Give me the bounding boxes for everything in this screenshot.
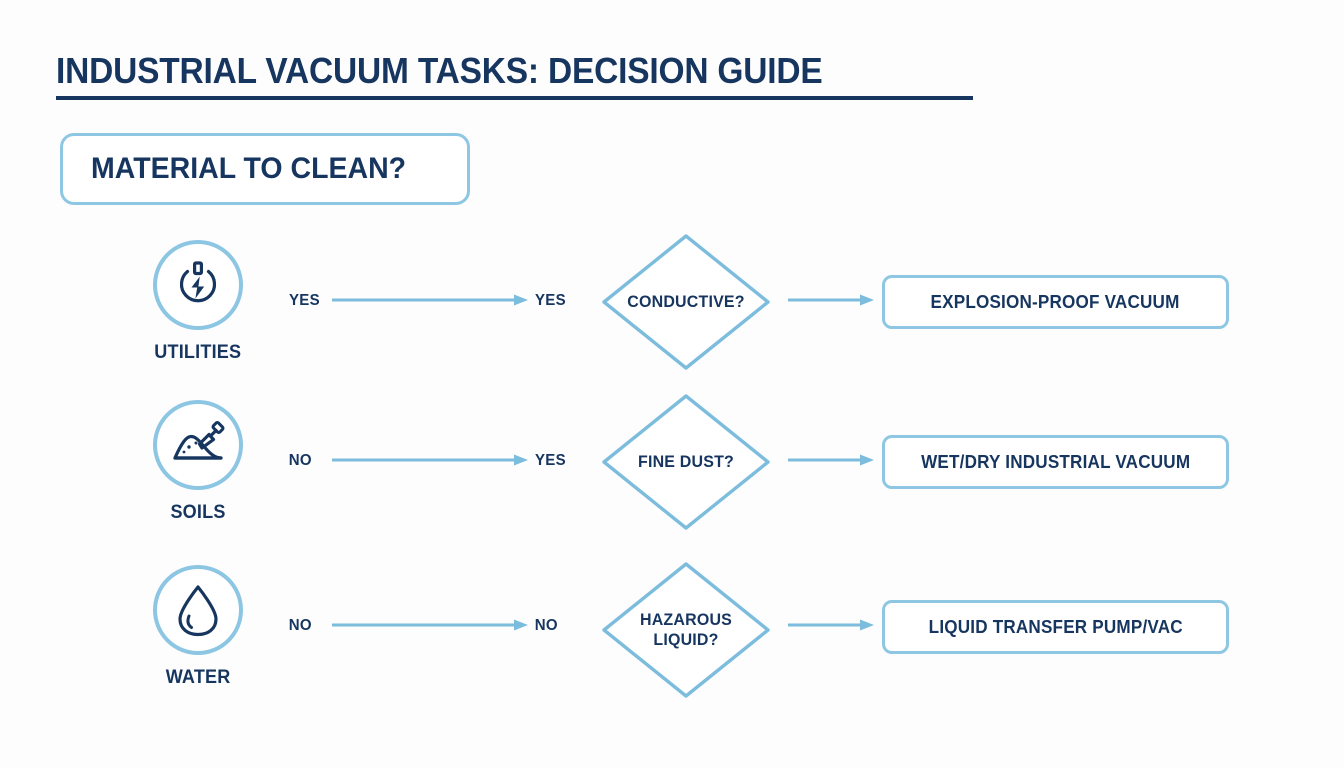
connector-arrow-left [332, 454, 530, 466]
result-box-liquid-transfer-pump-vac[interactable]: LIQUID TRANSFER PUMP/VAC [882, 600, 1229, 654]
result-label: LIQUID TRANSFER PUMP/VAC [928, 616, 1183, 637]
root-question-box[interactable]: MATERIAL TO CLEAN? [60, 133, 470, 205]
decision-diamond-fine-dust[interactable]: FINE DUST? [600, 392, 772, 532]
soil-shovel-icon [153, 400, 243, 490]
decision-diamond-hazardous-liquid[interactable]: HAZAROUS LIQUID? [600, 560, 772, 700]
branch-label-right: YES [534, 452, 566, 469]
branch-label-left: NO [288, 617, 312, 634]
power-bolt-icon [153, 240, 243, 330]
diamond-shape [600, 232, 772, 372]
page-title: INDUSTRIAL VACUUM TASKS: DECISION GUIDE [56, 50, 823, 91]
decision-row-water: WATER NO NO HAZAROUS LIQUID? LIQUID TRAN… [0, 562, 1344, 735]
material-label: SOILS [170, 502, 226, 523]
connector-arrow-right [788, 619, 876, 631]
result-box-wet-dry-industrial-vacuum[interactable]: WET/DRY INDUSTRIAL VACUUM [882, 435, 1229, 489]
connector-arrow-right [788, 294, 876, 306]
decision-diamond-conductive[interactable]: CONDUCTIVE? [600, 232, 772, 372]
branch-label-right: NO [534, 617, 558, 634]
title-underline-rule [56, 95, 973, 100]
branch-label-right: YES [534, 292, 566, 309]
connector-arrow-left [332, 619, 530, 631]
decision-row-utilities: UTILITIES YES YES CONDUCTIVE? EXPLOSION-… [0, 234, 1344, 410]
branch-label-left: YES [288, 292, 320, 309]
root-question-label: MATERIAL TO CLEAN? [91, 152, 407, 185]
decision-row-soils: SOILS NO YES FINE DUST? WET/DRY INDUSTRI… [0, 394, 1344, 570]
connector-arrow-left [332, 294, 530, 306]
material-label: WATER [165, 667, 231, 688]
diamond-shape [600, 392, 772, 532]
result-label: WET/DRY INDUSTRIAL VACUUM [920, 451, 1191, 472]
result-box-explosion-proof-vacuum[interactable]: EXPLOSION-PROOF VACUUM [882, 275, 1229, 329]
page-header: INDUSTRIAL VACUUM TASKS: DECISION GUIDE [56, 52, 976, 100]
water-droplet-icon [153, 565, 243, 655]
branch-label-left: NO [288, 452, 312, 469]
material-node-utilities[interactable]: UTILITIES [142, 240, 254, 364]
material-node-water[interactable]: WATER [142, 565, 254, 689]
result-label: EXPLOSION-PROOF VACUUM [931, 291, 1180, 312]
diamond-shape [600, 560, 772, 700]
material-label: UTILITIES [154, 342, 242, 363]
connector-arrow-right [788, 454, 876, 466]
material-node-soils[interactable]: SOILS [142, 400, 254, 524]
